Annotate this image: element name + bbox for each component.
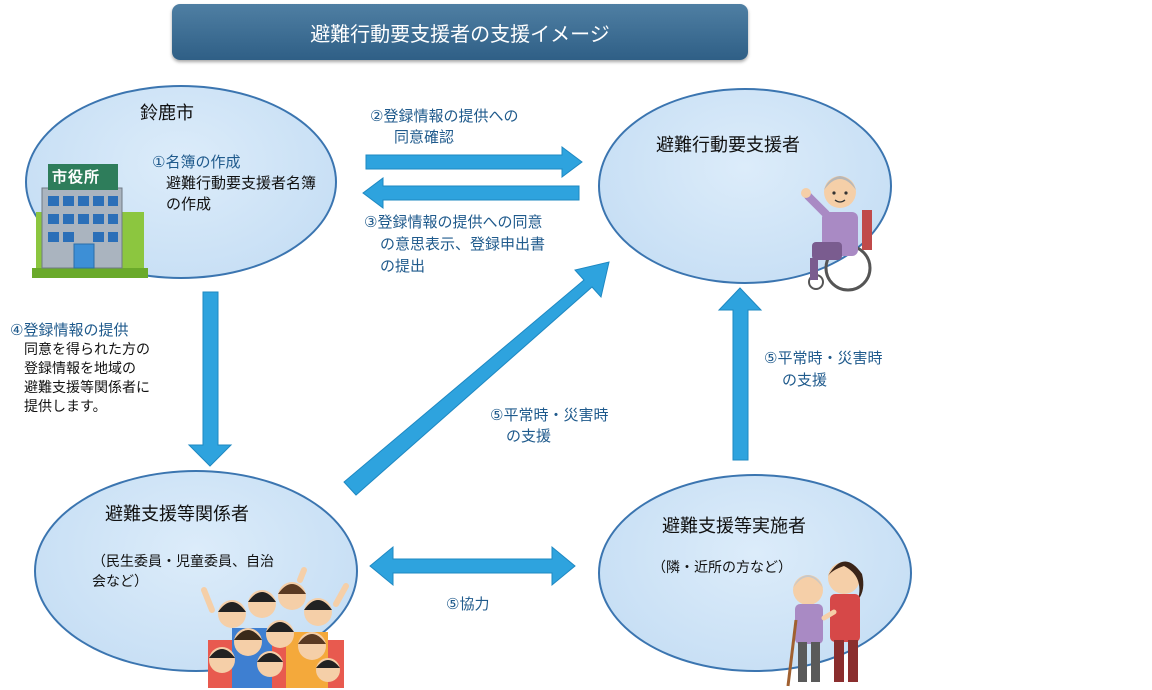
- city-step-label: ①名簿の作成: [152, 153, 241, 171]
- person-name: 避難行動要支援者: [656, 135, 800, 156]
- consent-request-line-2: 同意確認: [394, 128, 455, 146]
- provide-info-desc-3: 避難支援等関係者に: [24, 380, 150, 396]
- cooperation-arrow: [369, 545, 576, 587]
- support-center-line-1: ⑤平常時・災害時: [490, 406, 609, 424]
- consent-reply-line-2: の意思表示、登録申出書: [380, 235, 546, 253]
- caregiver-icon: [786, 561, 864, 687]
- implementer-name: 避難支援等実施者: [662, 516, 806, 537]
- provide-info-desc-2: 登録情報を地域の: [24, 361, 136, 377]
- related-desc-1: （民生委員・児童委員、自治: [92, 554, 274, 570]
- cooperation-label: ⑤協力: [446, 595, 490, 613]
- city-step-desc-2: の作成: [166, 195, 212, 213]
- consent-request-arrow: [365, 146, 583, 178]
- provide-info-arrow: [187, 291, 233, 467]
- support-up-arrow: [717, 287, 763, 461]
- provide-info-title: ④登録情報の提供: [10, 321, 129, 339]
- implementer-desc: （隣・近所の方など）: [652, 560, 792, 576]
- city-name: 鈴鹿市: [140, 103, 194, 124]
- provide-info-desc-4: 提供します。: [24, 399, 107, 415]
- related-desc-2: 会など）: [92, 574, 148, 590]
- support-right-line-1: ⑤平常時・災害時: [764, 349, 883, 367]
- city-hall-sign: 市役所: [52, 168, 101, 186]
- crowd-icon: [201, 567, 349, 688]
- consent-request-line-1: ②登録情報の提供への: [370, 107, 519, 125]
- related-name: 避難支援等関係者: [105, 504, 249, 525]
- support-right-line-2: の支援: [782, 371, 828, 389]
- city-hall-icon: [32, 164, 148, 278]
- provide-info-desc-1: 同意を得られた方の: [24, 342, 150, 358]
- city-step-desc-1: 避難行動要支援者名簿: [166, 174, 317, 192]
- wheelchair-person-icon: [801, 176, 872, 292]
- support-diagonal-arrow: [343, 261, 610, 496]
- support-center-line-2: の支援: [506, 427, 552, 445]
- consent-reply-line-3: の提出: [380, 257, 426, 275]
- consent-reply-arrow: [362, 177, 580, 209]
- diagram-title: 避難行動要支援者の支援イメージ: [172, 4, 748, 60]
- consent-reply-line-1: ③登録情報の提供への同意: [364, 213, 543, 231]
